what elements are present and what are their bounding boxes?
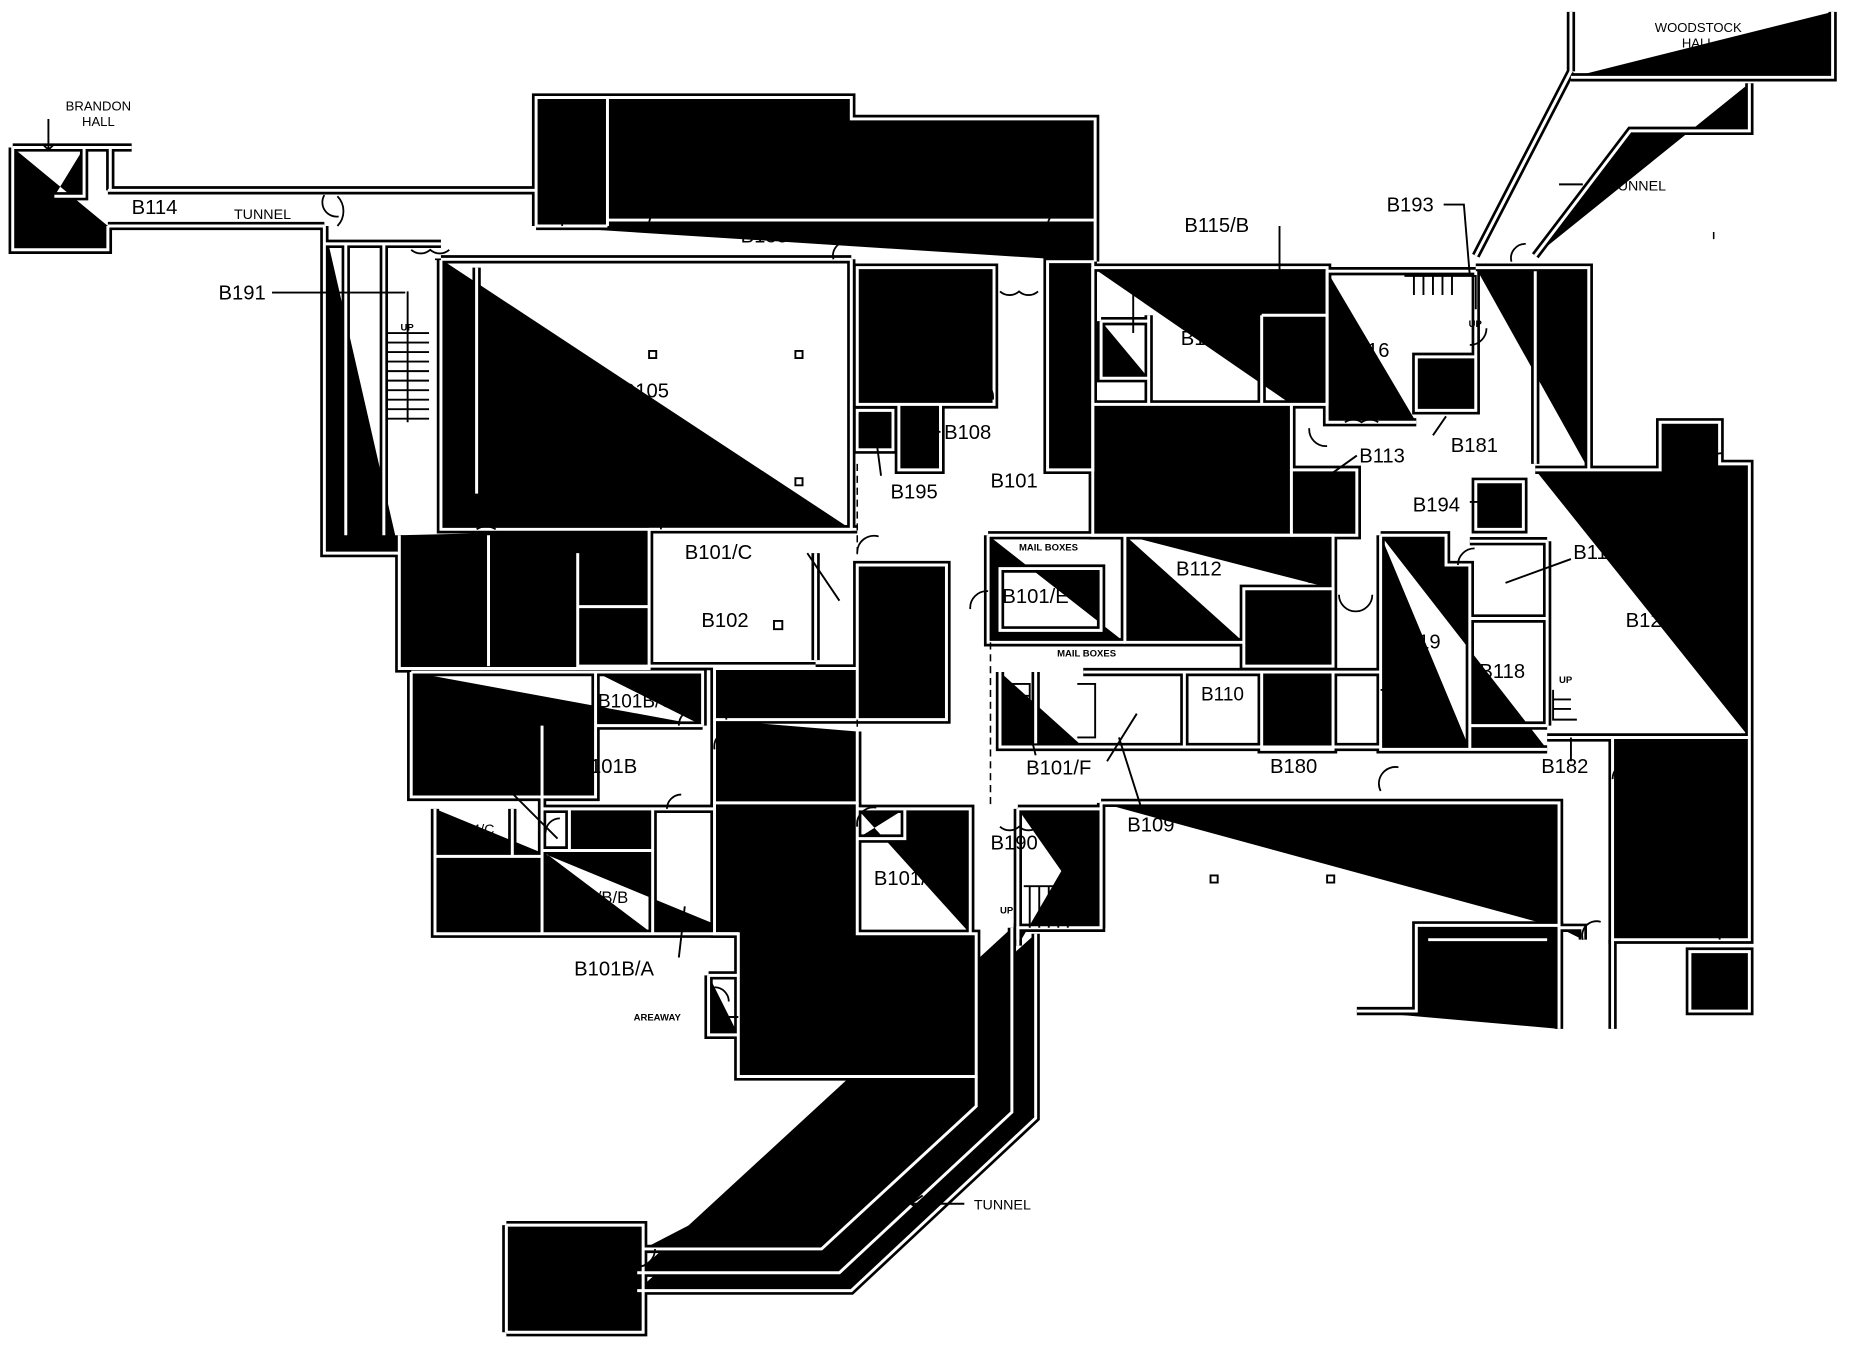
whidden-hall-label: HALL [549,1286,582,1301]
tunnel-label: TUNNEL [974,1198,1031,1214]
access-hatches-label: TO TANK [807,963,868,979]
stair-up-label: UP [935,373,949,384]
areaway-label: AREAWAY [634,1013,682,1024]
stair-up-label: UP [1559,675,1573,686]
room-label: B111/A [1272,705,1328,725]
room-label: B120 [1626,610,1673,632]
room-label: B103/B [580,612,638,632]
room-label: B121 [1654,825,1701,847]
room-label: B104/B [445,881,511,903]
woodstock-hall-label: WOODSTOCK [1655,20,1742,35]
louvre-label: LOUVRE [1672,910,1712,921]
louvre-label: LOUVRE [788,1015,847,1031]
room-label: B101/F [1026,757,1091,779]
room-label: B111 [1259,609,1303,631]
room-label: B101/B/A [737,680,818,701]
stair-up-label: UP [400,323,414,334]
doors-and-details [41,118,1723,1268]
room-label: B101/B [751,745,817,767]
room-label: B195 [891,481,938,503]
room-label: B194 [1413,494,1460,516]
room-label: B190 [990,832,1037,854]
room-label: B115/A [1137,276,1202,298]
room-label: B104/C [447,822,495,838]
room-label: B113 [1359,446,1405,468]
stair-up-label: UP [1000,906,1014,917]
room-label: B115/B [1184,215,1249,237]
room-label: B106 [546,138,593,160]
room-label: B101/E [1002,586,1068,608]
room-label: B101/D [1153,454,1220,476]
room-label: B192 [920,312,967,334]
room-label: B108 [944,422,991,444]
room-labels: B106 B107 B114 B183 B191 B105 B183/A B19… [132,138,1702,981]
room-label: B183/A [521,431,588,453]
room-label: B118 [1479,661,1525,683]
room-label: B109 [1127,814,1174,836]
tunnel-label: TUNNEL [1609,178,1666,194]
mail-boxes-label: MAIL BOXES [1057,649,1116,660]
room-label: B101/A [742,814,809,836]
room-label: B101 [990,471,1037,493]
walls [13,12,1833,1332]
brandon-hall-label: HALL [82,114,115,129]
room-label: B104/A [449,688,516,710]
room-label: B115 [1181,328,1227,350]
room-label: B104 [416,586,463,608]
access-hatches-label: ACCESS HATCHES [807,947,937,963]
room-label: B191 [219,283,266,305]
room-label: B101/G [874,868,943,890]
stair-up-label: UP [1469,319,1483,330]
mckay-hall-label: McKAY HALL [1445,980,1531,996]
room-label: B193 [1387,195,1434,217]
room-label: B101B/C [598,692,674,713]
room-label: B101/C [685,542,752,564]
mail-boxes-label: MAIL BOXES [1019,543,1078,554]
room-label: B103 [505,584,552,606]
annotations: TUNNEL TUNNEL TUNNEL UP UP UP UP UP MAIL… [234,178,1712,1213]
room-label: B101/H [1063,297,1079,345]
room-label: B110 [1201,685,1244,706]
room-label: B112 [1176,559,1222,581]
louvre-label: LOUVRE [1621,494,1661,505]
room-label: B101/J [860,619,923,641]
room-label: B180 [1270,756,1317,778]
room-label: B103/A [580,559,639,579]
room-label: B101B/B/A [574,828,644,844]
room-label: B183 [741,226,788,248]
room-label: B116 [1344,340,1390,362]
hall-labels: BRANDON HALL WOODSTOCK HALL WHIDDEN HALL… [66,20,1742,1301]
room-label: B118A [1573,542,1633,564]
room-label: B117 [1425,372,1471,394]
room-label: B101B/B/B [547,888,628,907]
room-label: B102 [701,610,748,632]
room-label: B182 [1541,756,1588,778]
tunnel-label: TUNNEL [234,207,291,223]
room-label: B101B [577,756,638,778]
room-label: B105 [622,380,669,402]
room-label: B101/I [1063,417,1079,458]
room-label: B119 [1395,631,1441,653]
room-label: B114 [132,197,178,219]
room-label: B101B/A [574,958,654,980]
whidden-hall-label: WHIDDEN [535,1269,597,1284]
room-label: B107 [788,147,835,169]
room-label: B181 [1451,435,1498,457]
woodstock-hall-label: HALL [1682,36,1715,51]
access-hatches-label: BELOW [807,980,859,996]
brandon-hall-label: BRANDON [66,99,131,114]
room-label: B112/A [1137,612,1194,632]
room-label: B101B/B [436,744,516,766]
